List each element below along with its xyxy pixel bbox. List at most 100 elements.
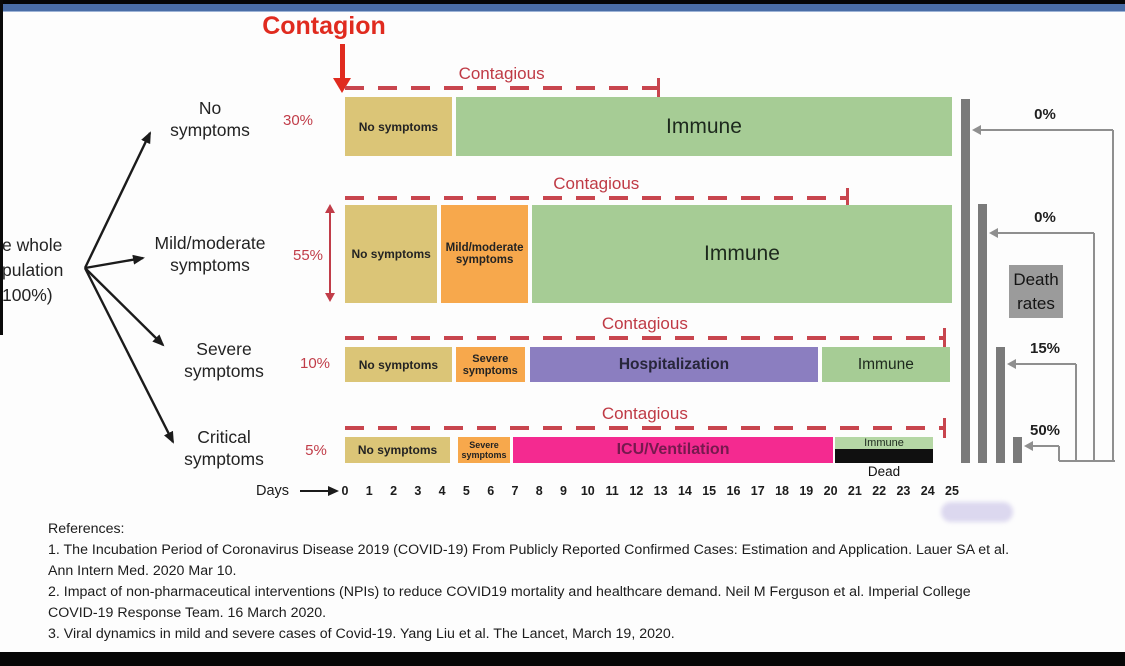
left-edge-bar: [0, 0, 3, 335]
population-line: pulation: [2, 260, 64, 280]
day-tick: 2: [390, 484, 398, 498]
day-tick: 1: [365, 484, 373, 498]
segment-green: Immune: [822, 347, 950, 382]
segment-green: Immune: [455, 97, 952, 156]
contagious-dashes: [345, 426, 945, 430]
death-rate-line: [1015, 363, 1076, 365]
contagious-end-tick: [846, 188, 850, 208]
day-tick: 11: [605, 484, 619, 498]
segment-tan: No symptoms: [345, 347, 452, 382]
segment-tan: No symptoms: [345, 437, 451, 463]
death-rate-line: [1032, 445, 1059, 447]
row-label: Mild/moderate symptoms: [154, 233, 266, 275]
death-rate-line: [997, 232, 1094, 234]
contagious-label: Contagious: [601, 314, 688, 333]
death-rate-value: 15%: [1029, 340, 1061, 357]
reference-line: COVID-19 Response Team. 16 March 2020.: [48, 605, 327, 621]
height-arrow-55pct-head: [324, 293, 335, 302]
segment-tan: No symptoms: [345, 97, 452, 156]
day-tick: 19: [799, 484, 814, 498]
reference-line: 2. Impact of non-pharmaceutical interven…: [48, 584, 971, 600]
segment-magenta: ICU/Ventilation: [513, 437, 834, 463]
row-pct: 5%: [305, 442, 327, 459]
day-tick: 0: [341, 484, 349, 498]
segment-green: Immune: [531, 205, 952, 303]
contagious-end-tick: [943, 418, 947, 438]
day-tick: 21: [847, 484, 862, 498]
death-rate-bar: [978, 204, 987, 463]
death-rate-line: [1059, 460, 1115, 462]
day-tick: 5: [462, 484, 470, 498]
death-rate-value: 0%: [1034, 209, 1056, 226]
day-tick: 23: [896, 484, 911, 498]
contagious-dashes: [345, 196, 848, 200]
height-arrow-55pct: [328, 212, 332, 294]
top-blue-bar: [0, 4, 1125, 12]
contagious-end-tick: [656, 78, 660, 98]
day-tick: 10: [580, 484, 595, 498]
day-tick: 7: [511, 484, 519, 498]
death-rate-arrow-head: [989, 228, 998, 238]
bottom-black-bar: [0, 652, 1125, 666]
day-tick: 20: [823, 484, 838, 498]
death-rate-arrow-head: [1024, 441, 1033, 451]
population-label: e whole pulation 100%): [2, 233, 63, 308]
day-tick: 16: [726, 484, 741, 498]
days-axis-label: Days: [256, 483, 290, 499]
day-tick: 12: [629, 484, 644, 498]
death-rate-arrow-head: [972, 125, 981, 135]
death-rate-line: [1093, 233, 1095, 461]
references: References: 1. The Incubation Period of …: [48, 519, 1009, 645]
death-rate-bar: [961, 99, 970, 463]
row-pct: 30%: [282, 112, 314, 129]
reference-line: 1. The Incubation Period of Coronavirus …: [48, 542, 1010, 558]
population-line: e whole: [2, 235, 63, 255]
day-tick: 4: [438, 484, 446, 498]
death-rate-line: [980, 129, 1113, 131]
death-rates-box-line: rates: [1017, 293, 1055, 313]
day-tick: 3: [414, 484, 422, 498]
contagion-title: Contagion: [262, 11, 386, 40]
day-tick: 8: [535, 484, 543, 498]
death-rates-box-line: Death: [1013, 269, 1059, 289]
segment-orange: Severe symptoms: [457, 437, 511, 463]
contagious-dashes: [345, 336, 945, 340]
contagious-label: Contagious: [601, 404, 688, 423]
reference-line: References:: [48, 521, 125, 537]
reference-line: 3. Viral dynamics in mild and severe cas…: [48, 626, 675, 642]
segment-black_bar: [835, 449, 933, 463]
smudge-watermark: [941, 502, 1013, 522]
population-line: 100%): [2, 285, 53, 305]
row-label: Critical symptoms: [184, 427, 264, 469]
day-tick: 25: [945, 484, 959, 498]
height-arrow-55pct-head: [324, 204, 335, 213]
death-rate-line: [1058, 446, 1060, 461]
day-tick: 15: [702, 484, 717, 498]
contagion-arrow: [340, 44, 345, 80]
day-tick: 22: [872, 484, 887, 498]
segment-purple: Hospitalization: [529, 347, 819, 382]
day-tick: 24: [920, 484, 935, 498]
row-label: Severe symptoms: [184, 339, 264, 381]
days-arrow-head: [328, 485, 339, 496]
contagious-end-tick: [943, 328, 947, 348]
death-rate-bar: [1013, 437, 1022, 463]
death-rate-value: 50%: [1029, 422, 1061, 439]
days-arrow: [300, 490, 330, 493]
death-rates-box: Death rates: [1009, 265, 1063, 318]
reference-line: Ann Intern Med. 2020 Mar 10.: [48, 563, 237, 579]
death-rate-arrow-head: [1007, 359, 1016, 369]
row-pct: 55%: [292, 247, 324, 264]
segment-orange: Severe symptoms: [455, 347, 525, 382]
day-tick: 18: [775, 484, 789, 498]
death-rate-line: [1112, 130, 1114, 461]
day-tick: 17: [750, 484, 765, 498]
day-tick: 14: [677, 484, 692, 498]
top-black-bar: [0, 0, 1125, 4]
segment-green_light: Immune: [835, 437, 933, 449]
contagious-label: Contagious: [553, 174, 640, 193]
death-rate-value: 0%: [1034, 106, 1056, 123]
row-pct: 10%: [299, 355, 331, 372]
